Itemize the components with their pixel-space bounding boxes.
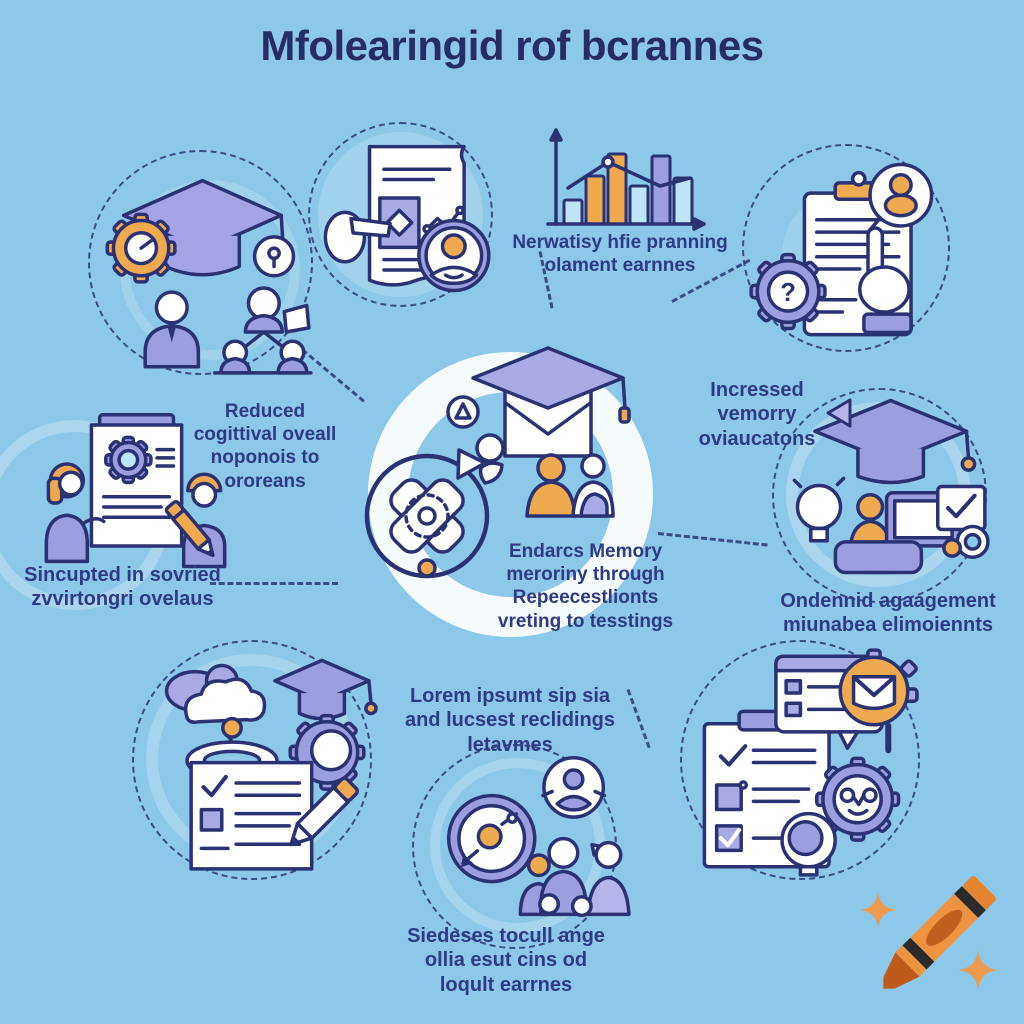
gear-icon <box>106 437 151 482</box>
dashed-circle-top-right <box>742 144 950 352</box>
pointing-hand-icon <box>860 228 911 333</box>
face-gear-icon <box>817 758 899 840</box>
crayon-body <box>883 876 996 989</box>
graduation-cap-icon <box>275 660 376 718</box>
people-group-icon <box>520 839 629 916</box>
document-icon <box>91 415 181 546</box>
svg-text:?: ? <box>780 279 796 307</box>
label-increased: Incressed vemorry oviaucatons <box>698 379 816 450</box>
gear-icon <box>107 214 175 281</box>
checklist-settings-idea-icon <box>686 644 921 879</box>
mail-badge-gear-icon <box>840 650 917 750</box>
arrow-left-icon <box>826 398 852 428</box>
sparkle-icon <box>860 892 998 990</box>
dashed-circle-bottom-left <box>132 640 372 880</box>
bar-chart-bars <box>564 154 692 224</box>
refresh-cycle-icon <box>367 450 487 576</box>
connector-line <box>626 688 651 749</box>
person-bubble-icon <box>543 758 604 817</box>
clipboard-question-gear-icon: ? <box>745 146 950 351</box>
question-gear-icon: ? <box>751 255 825 329</box>
dashed-circle-top-left <box>88 150 313 375</box>
pencil-icon <box>284 777 359 852</box>
team-hierarchy-icon <box>215 288 311 373</box>
label-lorem: Lorem ipsumt sip sia and lucsest reclidi… <box>404 685 616 756</box>
dashed-circle-bottom-right <box>680 640 920 880</box>
label-chart-caption: Nerwatisy hfie pranning olament earnnes <box>512 232 728 277</box>
presenter-person-icon <box>145 292 198 367</box>
learner-orange-icon <box>527 455 575 516</box>
dashed-circle-top-mid <box>308 122 493 307</box>
label-center: Endarcs Memory meroriny through Repeeces… <box>497 541 674 632</box>
learner-white-icon <box>573 455 613 516</box>
infographic-title: Mfolearingid rof bcrannes <box>260 22 764 69</box>
collaborative-document-icon <box>32 402 237 567</box>
label-right: Ondennid agaagement miunabea elimoiennts <box>780 590 996 637</box>
cloud-icon <box>167 666 265 749</box>
cloud-checklist-pencil-icon <box>138 642 373 877</box>
play-bubble-icon <box>448 397 478 427</box>
lightbulb-icon <box>794 478 843 540</box>
magnifier-handle-icon <box>944 526 988 557</box>
pencil-icon <box>165 500 218 559</box>
check-card-icon <box>938 487 985 530</box>
graduation-learning-hub-icon <box>355 338 675 608</box>
online-learning-idea-icon <box>776 392 991 577</box>
connector-line <box>210 582 338 585</box>
target-atom-icon <box>449 796 535 882</box>
graduation-cap-icon <box>473 348 629 422</box>
woman-person-icon <box>46 464 103 561</box>
label-reduced: Reduced cogittival oveall noponois to or… <box>193 401 337 492</box>
bar-chart-growth-icon <box>538 128 708 238</box>
training-team-hierarchy-icon <box>92 152 317 377</box>
document-review-hand-icon <box>312 124 497 309</box>
label-bottom: Siedeses tocull ange ollia esut cins od … <box>407 925 605 996</box>
label-left: Sincupted in sovried zvvirtongri ovelaus <box>24 564 221 611</box>
avatar-bubble-icon <box>868 164 932 232</box>
checklist-icon <box>191 763 312 869</box>
pointing-hand-icon <box>325 212 390 261</box>
avatar-badge-icon <box>419 221 489 291</box>
crayon-icon <box>860 876 998 990</box>
group-discussion-target-icon <box>418 748 633 923</box>
speech-person-icon <box>477 435 503 483</box>
lightbulb-icon <box>782 814 835 875</box>
lightbulb-icon <box>255 237 294 276</box>
